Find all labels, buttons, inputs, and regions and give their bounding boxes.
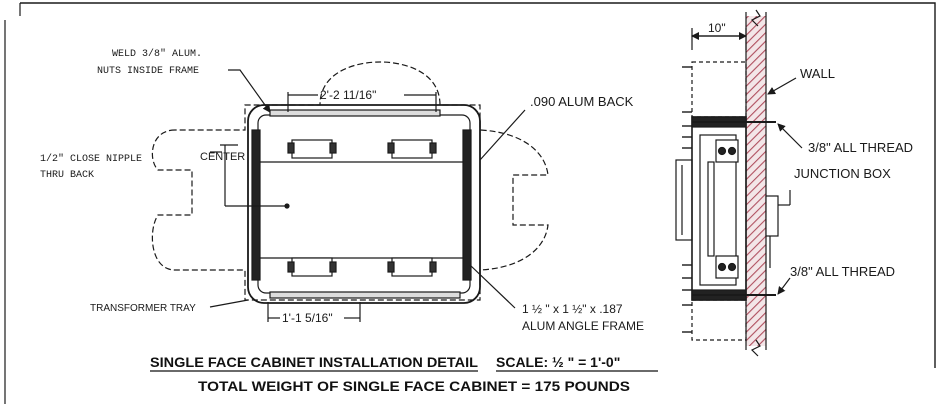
total-weight-note: TOTAL WEIGHT OF SINGLE FACE CABINET = 17… xyxy=(198,378,630,394)
bottom-width-dimension: 1'-1 5/16" xyxy=(282,311,333,325)
wall xyxy=(746,16,766,346)
transformer-tray-label: TRANSFORMER TRAY xyxy=(90,303,196,314)
junction-box-label: JUNCTION BOX xyxy=(794,166,891,181)
top-width-dimension: 2'-2 11/16" xyxy=(320,88,376,102)
junction-box xyxy=(765,195,779,237)
lamp-holders-bottom xyxy=(287,257,437,277)
title-block: SINGLE FACE CABINET INSTALLATION DETAIL … xyxy=(150,354,658,394)
scale-note: SCALE: ½ " = 1'-0" xyxy=(496,354,620,370)
all-thread-top-label: 3/8" ALL THREAD xyxy=(808,140,913,155)
front-view xyxy=(151,61,549,322)
wall-label: WALL xyxy=(800,66,835,81)
detail-title: SINGLE FACE CABINET INSTALLATION DETAIL xyxy=(150,354,478,370)
close-nipple-label-line1: 1/2" CLOSE NIPPLE xyxy=(40,153,142,165)
close-nipple-label-line2: THRU BACK xyxy=(40,170,94,181)
lamp-holders-top xyxy=(287,139,437,159)
center-label: CENTER xyxy=(200,151,245,163)
depth-dimension: 10" xyxy=(708,21,726,35)
weld-nuts-label-line1: WELD 3/8" ALUM. xyxy=(112,48,202,60)
dashed-cabinet-outline xyxy=(151,61,549,301)
angle-frame-label-line2: ALUM ANGLE FRAME xyxy=(522,319,644,333)
labels: WELD 3/8" ALUM. NUTS INSIDE FRAME 2'-2 1… xyxy=(40,21,913,333)
alum-back-label: .090 ALUM BACK xyxy=(530,94,634,109)
all-thread-bottom-label: 3/8" ALL THREAD xyxy=(790,264,895,279)
angle-frame-label-line1: 1 ½ " x 1 ½" x .187 xyxy=(522,302,623,316)
side-view xyxy=(675,9,803,357)
cabinet-body xyxy=(247,104,481,304)
weld-nuts-label-line2: NUTS INSIDE FRAME xyxy=(97,66,199,77)
sheet-border xyxy=(4,2,936,404)
